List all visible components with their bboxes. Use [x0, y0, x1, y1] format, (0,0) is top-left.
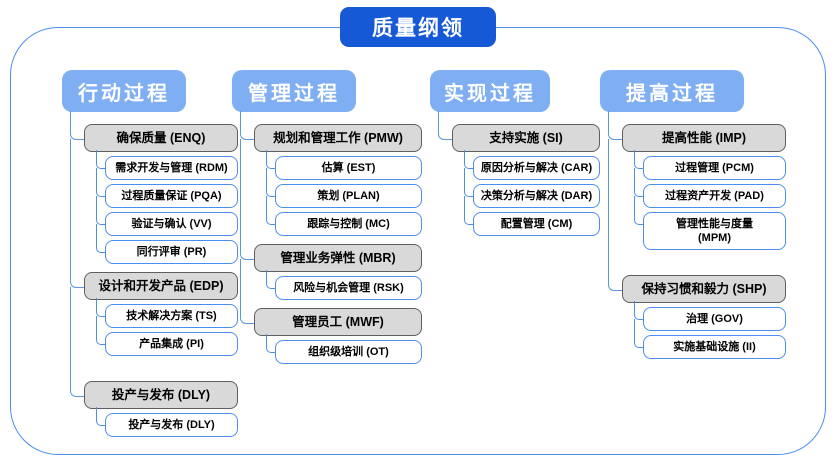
leaf-node: 过程管理 (PCM)	[634, 150, 786, 181]
leaf-node: 治理 (GOV)	[634, 301, 786, 332]
group-box: 确保质量 (ENQ)	[84, 124, 238, 152]
group-box: 管理员工 (MWF)	[254, 308, 422, 336]
leaf-box: 产品集成 (PI)	[105, 332, 238, 356]
leaf-list: 投产与发布 (DLY)	[96, 407, 238, 437]
leaf-box: 验证与确认 (VV)	[105, 212, 238, 236]
leaf-node: 实施基础设施 (II)	[634, 329, 786, 359]
leaf-node: 策划 (PLAN)	[266, 178, 422, 209]
leaf-box: 跟踪与控制 (MC)	[275, 212, 422, 236]
leaf-node: 管理性能与度量 (MPM)	[634, 206, 786, 250]
leaf-list: 治理 (GOV) 实施基础设施 (II)	[634, 301, 786, 359]
process-group: 提高性能 (IMP) 过程管理 (PCM) 过程资产开发 (PAD) 管理性能与度量 …	[608, 111, 786, 251]
leaf-node: 估算 (EST)	[266, 150, 422, 181]
process-group: 支持实施 (SI) 原因分析与解决 (CAR) 决策分析与解决 (DAR) 配置管理 …	[438, 111, 600, 236]
group-list: 提高性能 (IMP) 过程管理 (PCM) 过程资产开发 (PAD) 管理性能与度量 …	[600, 111, 786, 359]
process-column: 行动过程确保质量 (ENQ) 需求开发与管理 (RDM) 过程质量保证 (PQA) 验…	[62, 70, 238, 437]
leaf-box: 风险与机会管理 (RSK)	[275, 276, 422, 300]
leaf-node: 配置管理 (CM)	[464, 206, 600, 236]
leaf-list: 过程管理 (PCM) 过程资产开发 (PAD) 管理性能与度量 (MPM)	[634, 150, 786, 250]
group-box: 支持实施 (SI)	[452, 124, 600, 152]
leaf-box: 过程管理 (PCM)	[643, 156, 786, 180]
leaf-node: 过程质量保证 (PQA)	[96, 178, 238, 209]
leaf-node: 跟踪与控制 (MC)	[266, 206, 422, 236]
column-header: 实现过程	[430, 70, 550, 112]
process-column: 管理过程规划和管理工作 (PMW) 估算 (EST) 策划 (PLAN) 跟踪与控制 …	[232, 70, 422, 364]
leaf-box: 过程资产开发 (PAD)	[643, 184, 786, 208]
process-group: 规划和管理工作 (PMW) 估算 (EST) 策划 (PLAN) 跟踪与控制 (MC)	[240, 111, 422, 237]
leaf-node: 投产与发布 (DLY)	[96, 407, 238, 437]
leaf-list: 原因分析与解决 (CAR) 决策分析与解决 (DAR) 配置管理 (CM)	[464, 150, 600, 236]
leaf-node: 组织级培训 (OT)	[266, 334, 422, 364]
leaf-node: 过程资产开发 (PAD)	[634, 178, 786, 209]
column-header: 管理过程	[232, 70, 356, 112]
group-box: 提高性能 (IMP)	[622, 124, 786, 152]
leaf-node: 风险与机会管理 (RSK)	[266, 270, 422, 300]
group-list: 确保质量 (ENQ) 需求开发与管理 (RDM) 过程质量保证 (PQA) 验证与确认…	[62, 111, 238, 437]
leaf-box: 技术解决方案 (TS)	[105, 304, 238, 328]
leaf-box: 需求开发与管理 (RDM)	[105, 156, 238, 180]
leaf-box: 同行评审 (PR)	[105, 240, 238, 264]
process-group: 设计和开发产品 (EDP) 技术解决方案 (TS) 产品集成 (PI)	[70, 263, 238, 357]
leaf-node: 产品集成 (PI)	[96, 326, 238, 356]
leaf-list: 需求开发与管理 (RDM) 过程质量保证 (PQA) 验证与确认 (VV) 同行评审 …	[96, 150, 238, 264]
process-group: 投产与发布 (DLY) 投产与发布 (DLY)	[70, 355, 238, 437]
leaf-box: 决策分析与解决 (DAR)	[473, 184, 600, 208]
process-group: 确保质量 (ENQ) 需求开发与管理 (RDM) 过程质量保证 (PQA) 验证与确认…	[70, 111, 238, 265]
leaf-list: 组织级培训 (OT)	[266, 334, 422, 364]
group-box: 投产与发布 (DLY)	[84, 381, 238, 409]
leaf-box: 投产与发布 (DLY)	[105, 413, 238, 437]
group-box: 保持习惯和毅力 (SHP)	[622, 275, 786, 303]
leaf-node: 技术解决方案 (TS)	[96, 298, 238, 329]
leaf-box: 治理 (GOV)	[643, 307, 786, 331]
column-header: 行动过程	[62, 70, 186, 112]
leaf-box: 估算 (EST)	[275, 156, 422, 180]
diagram-title: 质量纲领	[340, 7, 496, 47]
leaf-node: 验证与确认 (VV)	[96, 206, 238, 237]
process-group: 管理业务弹性 (MBR) 风险与机会管理 (RSK)	[240, 235, 422, 301]
leaf-list: 风险与机会管理 (RSK)	[266, 270, 422, 300]
group-list: 规划和管理工作 (PMW) 估算 (EST) 策划 (PLAN) 跟踪与控制 (MC)…	[232, 111, 422, 364]
group-box: 规划和管理工作 (PMW)	[254, 124, 422, 152]
leaf-node: 决策分析与解决 (DAR)	[464, 178, 600, 209]
leaf-box: 配置管理 (CM)	[473, 212, 600, 236]
leaf-node: 同行评审 (PR)	[96, 234, 238, 264]
group-box: 设计和开发产品 (EDP)	[84, 272, 238, 300]
process-group: 保持习惯和毅力 (SHP) 治理 (GOV) 实施基础设施 (II)	[608, 249, 786, 359]
group-box: 管理业务弹性 (MBR)	[254, 244, 422, 272]
leaf-box: 组织级培训 (OT)	[275, 340, 422, 364]
leaf-node: 原因分析与解决 (CAR)	[464, 150, 600, 181]
leaf-list: 技术解决方案 (TS) 产品集成 (PI)	[96, 298, 238, 356]
process-column: 实现过程支持实施 (SI) 原因分析与解决 (CAR) 决策分析与解决 (DAR) 配…	[430, 70, 600, 236]
process-group: 管理员工 (MWF) 组织级培训 (OT)	[240, 299, 422, 364]
column-header: 提高过程	[600, 70, 744, 112]
group-list: 支持实施 (SI) 原因分析与解决 (CAR) 决策分析与解决 (DAR) 配置管理 …	[430, 111, 600, 236]
leaf-box: 实施基础设施 (II)	[643, 335, 786, 359]
leaf-list: 估算 (EST) 策划 (PLAN) 跟踪与控制 (MC)	[266, 150, 422, 236]
leaf-box: 原因分析与解决 (CAR)	[473, 156, 600, 180]
leaf-box: 策划 (PLAN)	[275, 184, 422, 208]
leaf-box: 过程质量保证 (PQA)	[105, 184, 238, 208]
process-column: 提高过程提高性能 (IMP) 过程管理 (PCM) 过程资产开发 (PAD) 管理性能…	[600, 70, 786, 359]
leaf-node: 需求开发与管理 (RDM)	[96, 150, 238, 181]
leaf-box: 管理性能与度量 (MPM)	[643, 212, 786, 250]
